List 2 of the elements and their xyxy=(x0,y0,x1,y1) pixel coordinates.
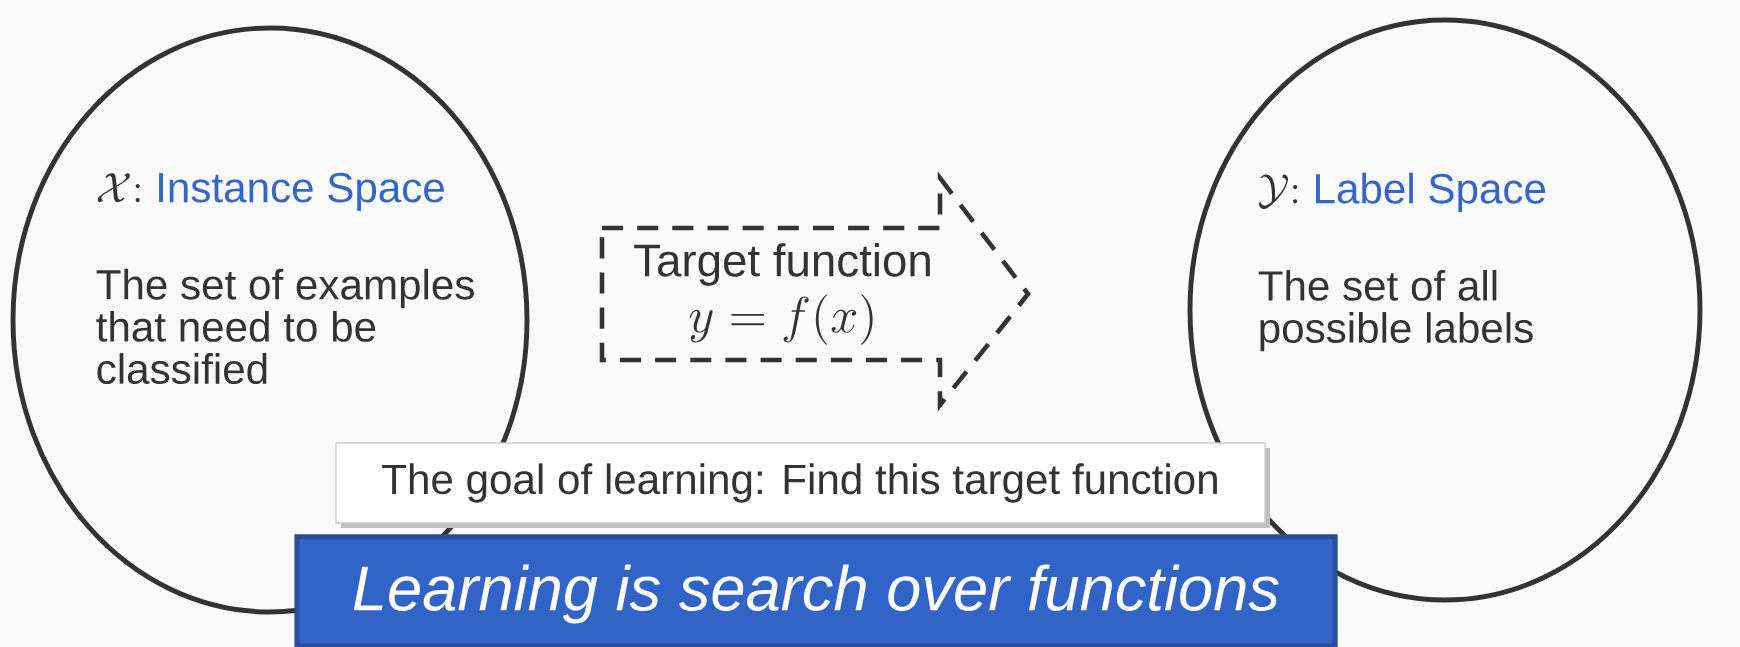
note-box: The goal of learning: Find this target function xyxy=(335,442,1270,528)
title-banner: Learning is search over functions xyxy=(294,534,1338,647)
